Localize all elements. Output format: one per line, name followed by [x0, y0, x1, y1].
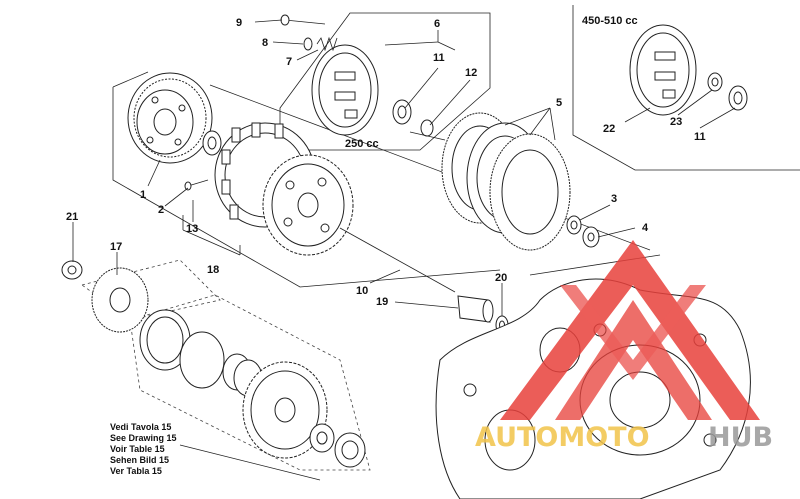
callout-11-a: 11 [433, 52, 445, 64]
watermark-logo: AUTOMOTO HUB [475, 240, 773, 453]
callout-11-b: 11 [694, 131, 706, 143]
clutch-basket-part [214, 122, 354, 256]
callout-4: 4 [642, 222, 649, 234]
callout-21: 21 [66, 211, 78, 223]
reference-note: Vedi Tavola 15 See Drawing 15 Voir Table… [110, 422, 177, 476]
callout-7: 7 [286, 56, 292, 68]
ball-bearing [334, 432, 366, 468]
variant-label-450-510cc: 450-510 cc [582, 15, 638, 27]
nut-part-21 [61, 260, 83, 280]
bolt-part-2 [184, 179, 209, 191]
primary-gear-part-17 [91, 267, 149, 333]
callout-6: 6 [434, 18, 440, 30]
clutch-hub-part [127, 72, 213, 164]
reference-note-line-1: Vedi Tavola 15 [110, 422, 171, 432]
callout-10: 10 [356, 285, 368, 297]
thrust-washer [309, 423, 335, 453]
callout-1: 1 [140, 189, 146, 201]
watermark-text-hub: HUB [708, 422, 773, 453]
reference-note-line-5: Ver Tabla 15 [110, 466, 162, 476]
hub-washer [202, 130, 222, 156]
callout-13: 13 [186, 223, 198, 235]
circlip [179, 331, 225, 389]
primary-gear-outline [81, 259, 371, 471]
nut-part-3 [566, 215, 582, 235]
pushrod-part-12 [409, 119, 446, 141]
friction-plates-part [441, 112, 571, 251]
callout-labels: 9 8 7 6 11 12 5 3 4 1 2 13 18 10 19 20 2… [66, 17, 706, 308]
callout-23: 23 [670, 116, 682, 128]
callout-8: 8 [262, 37, 268, 49]
sleeve-part-19 [457, 295, 494, 323]
callout-2: 2 [158, 204, 164, 216]
watermark-text-automoto: AUTOMOTO [475, 422, 650, 453]
callout-3: 3 [611, 193, 617, 205]
reference-note-line-3: Voir Table 15 [110, 444, 165, 454]
pressure-plate-450-510cc [629, 24, 748, 116]
tab-washer-part-4 [582, 226, 600, 248]
pushrod-part-10 [339, 227, 456, 293]
callout-12: 12 [465, 67, 477, 79]
callout-18: 18 [207, 264, 219, 276]
callout-22: 22 [603, 123, 615, 135]
bearing-cage [139, 309, 191, 371]
callout-5: 5 [556, 97, 562, 109]
callout-19: 19 [376, 296, 388, 308]
pressure-plate-250cc [280, 14, 412, 136]
reference-note-line-2: See Drawing 15 [110, 433, 177, 443]
leader-lines [72, 19, 736, 481]
variant-label-250cc: 250 cc [345, 138, 379, 150]
callout-9: 9 [236, 17, 242, 29]
reference-note-line-4: Sehen Bild 15 [110, 455, 169, 465]
driven-gear [242, 361, 328, 459]
variant-box-450-510cc [572, 5, 800, 171]
callout-20: 20 [495, 272, 507, 284]
callout-17: 17 [110, 241, 122, 253]
